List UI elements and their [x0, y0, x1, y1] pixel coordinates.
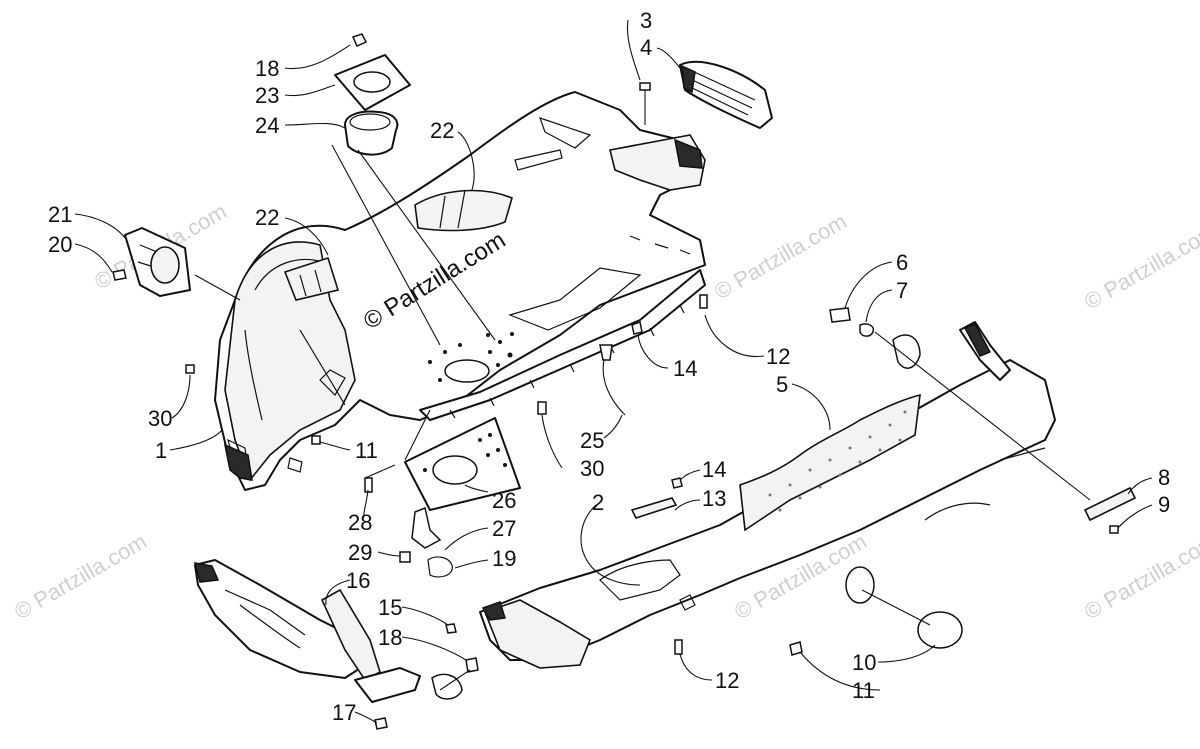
callout-1: 1 [155, 438, 167, 463]
callout-26: 26 [492, 488, 516, 513]
callout-28: 28 [348, 510, 372, 535]
watermark-faint: © Partzilla.com [1080, 219, 1200, 315]
callout-10: 10 [852, 650, 876, 675]
mount-holes [428, 332, 514, 382]
callout-leaders [74, 19, 1153, 724]
callout-16: 16 [346, 568, 370, 593]
part-bolt-3 [639, 82, 651, 125]
callout-8: 8 [1158, 465, 1170, 490]
part-boot-assembly [112, 227, 241, 301]
callout-21: 21 [48, 202, 72, 227]
callout-17: 17 [332, 700, 356, 725]
callout-30: 30 [148, 406, 172, 431]
callout-29: 29 [348, 540, 372, 565]
callout-30: 30 [580, 456, 604, 481]
callout-2: 2 [592, 490, 604, 515]
callout-12: 12 [766, 344, 790, 369]
callout-7: 7 [896, 278, 908, 303]
part-lower-bumper [193, 559, 479, 730]
watermark-faint: © Partzilla.com [1080, 529, 1200, 625]
part-lower-plate [364, 320, 643, 578]
callout-20: 20 [48, 232, 72, 257]
callout-14: 14 [702, 457, 726, 482]
callout-22: 22 [430, 118, 454, 143]
watermark-faint: © Partzilla.com [10, 529, 151, 625]
callout-labels: 18 23 24 22 3 4 21 20 22 6 7 12 5 14 30 … [48, 8, 1170, 725]
callout-11: 11 [355, 438, 378, 463]
callout-3: 3 [640, 8, 652, 33]
part-stack-top [331, 33, 496, 346]
callout-24: 24 [255, 113, 279, 138]
callout-25: 25 [580, 428, 604, 453]
watermark-faint: © Partzilla.com [710, 209, 851, 305]
callout-18: 18 [255, 56, 279, 81]
callout-4: 4 [640, 35, 652, 60]
callout-11: 11 [852, 678, 875, 703]
callout-12: 12 [715, 668, 739, 693]
callout-27: 27 [492, 516, 516, 541]
callout-23: 23 [255, 83, 279, 108]
part-vent-louver [679, 60, 773, 129]
callout-15: 15 [378, 595, 402, 620]
callout-5: 5 [776, 372, 788, 397]
callout-9: 9 [1158, 492, 1170, 517]
callout-13: 13 [702, 486, 726, 511]
callout-19: 19 [492, 546, 516, 571]
callout-22: 22 [255, 205, 279, 230]
callout-14: 14 [673, 356, 697, 381]
part-tunnel-body [185, 294, 1137, 669]
callout-6: 6 [896, 250, 908, 275]
callout-18: 18 [378, 625, 402, 650]
